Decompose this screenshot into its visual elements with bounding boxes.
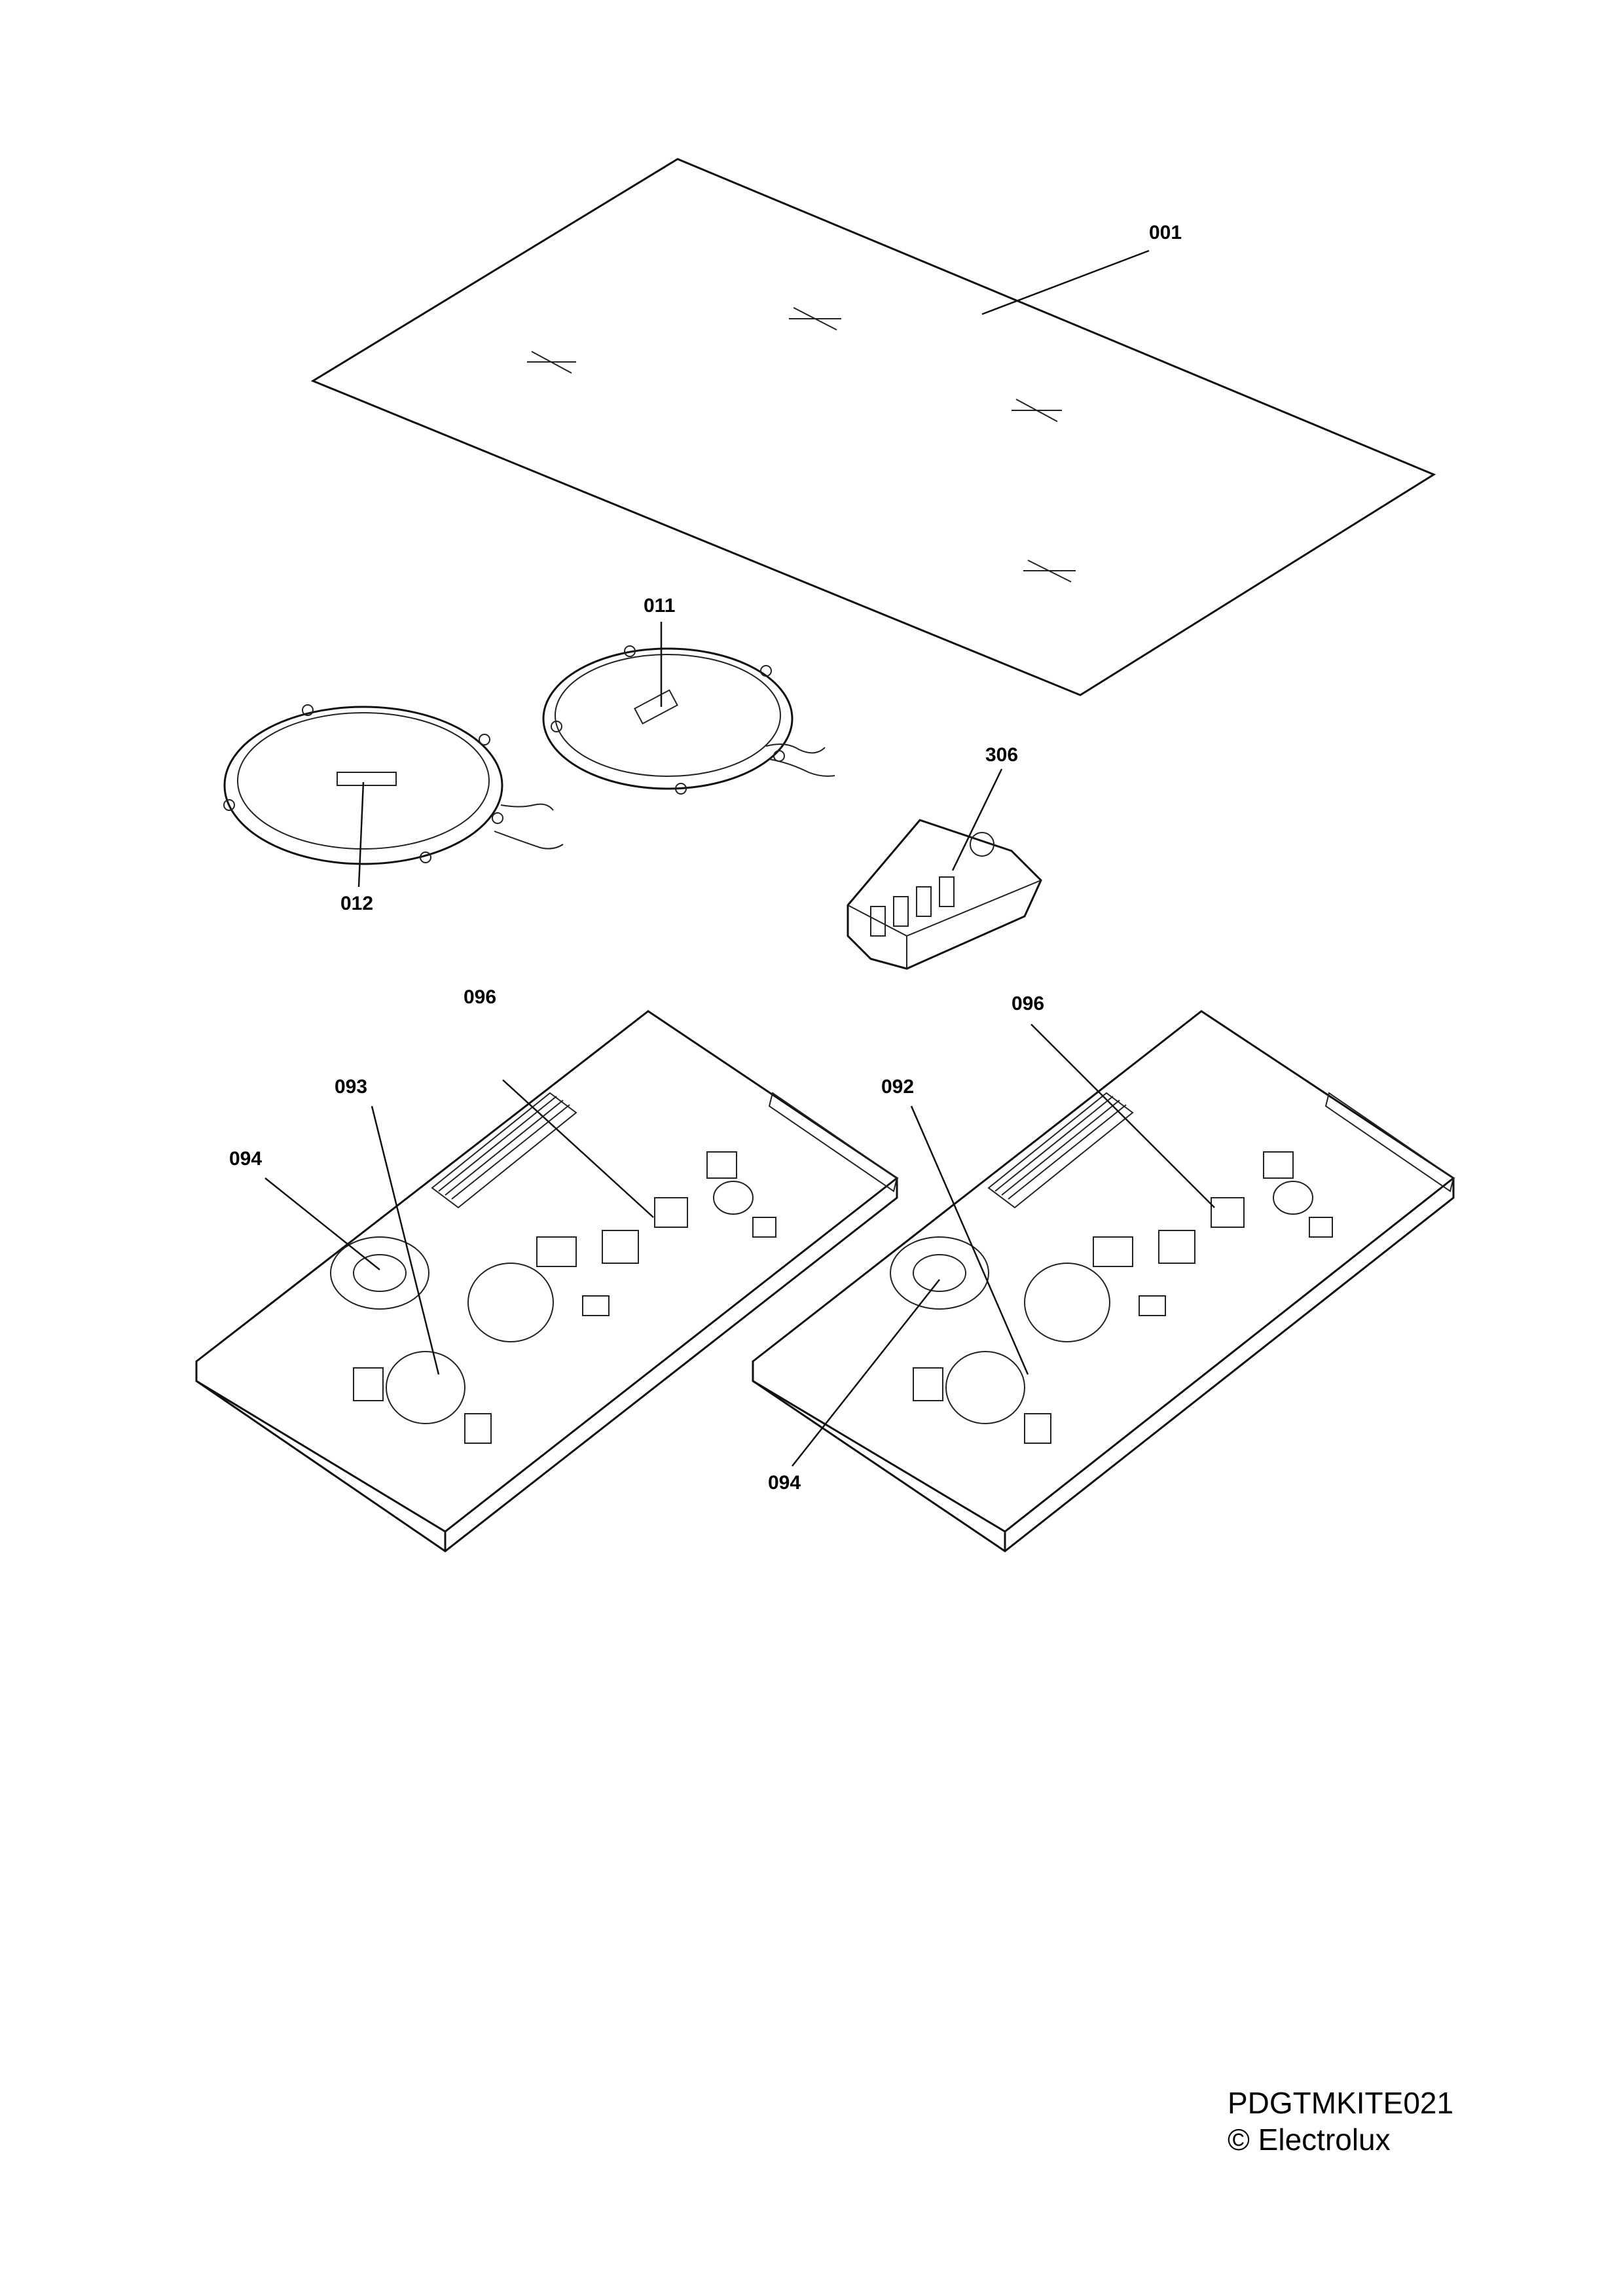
label-094-right: 094 [768,1472,801,1494]
label-012: 012 [340,893,373,914]
coil-012-part [223,704,564,888]
label-001: 001 [1149,222,1182,243]
power-board-left-part [195,1010,899,1552]
label-092: 092 [881,1076,914,1098]
label-094-left: 094 [229,1148,262,1170]
drawing-code: PDGTMKITE021 [1228,2086,1454,2120]
glass-top-part [310,158,1436,696]
label-096-left: 096 [464,986,496,1008]
label-306: 306 [985,744,1018,766]
power-board-right-part [752,1010,1455,1552]
copyright-notice: © Electrolux [1228,2123,1391,2157]
terminal-block-306-part [847,768,1042,970]
label-096-right: 096 [1012,993,1044,1014]
coil-011-part [542,622,835,795]
label-093: 093 [335,1076,367,1098]
glass-leader-line [981,249,1150,315]
label-011: 011 [644,595,675,617]
